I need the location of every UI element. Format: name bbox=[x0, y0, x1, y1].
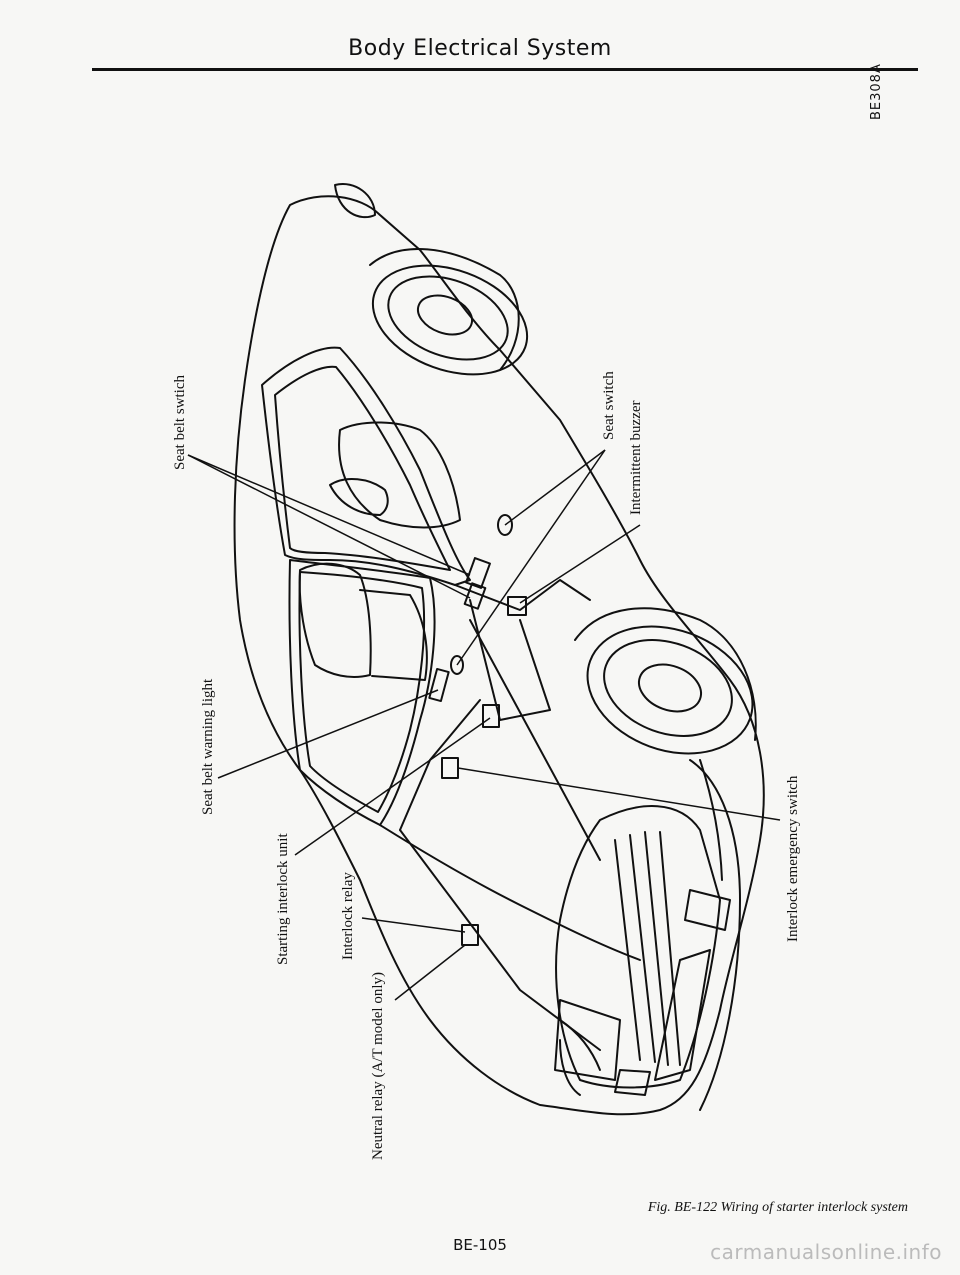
leader-seat-belt-switch bbox=[187, 454, 471, 599]
seat-belt-switch-box bbox=[465, 557, 491, 589]
leader-interlock-relay bbox=[361, 917, 466, 933]
page-number: BE-105 bbox=[453, 1236, 507, 1254]
label-seat-switch: Seat switch bbox=[601, 371, 617, 440]
front-grille bbox=[555, 805, 721, 1089]
neutral-relay-box bbox=[461, 924, 479, 946]
label-intermittent-buzzer: Intermittent buzzer bbox=[628, 400, 644, 515]
emergency-switch-box bbox=[441, 757, 459, 779]
front-wheel bbox=[586, 625, 754, 755]
header-rule bbox=[92, 68, 918, 71]
rear-seat bbox=[338, 421, 461, 529]
page-header-title: Body Electrical System bbox=[348, 36, 612, 61]
buzzer-box bbox=[507, 596, 527, 616]
seat-switch-rear bbox=[497, 514, 513, 536]
leader-seat-switch-b bbox=[456, 449, 606, 666]
label-interlock-relay: Interlock relay bbox=[340, 872, 356, 960]
label-seat-belt-warning-light: Seat belt warning light bbox=[200, 678, 216, 815]
label-neutral-relay: Neutral relay (A/T model only) bbox=[370, 972, 386, 1160]
leader-warning-light bbox=[217, 689, 439, 779]
label-seat-belt-switch: Seat belt swtich bbox=[172, 375, 188, 470]
figure-caption: Fig. BE-122 Wiring of starter interlock … bbox=[647, 1200, 908, 1215]
car-body-outline bbox=[233, 195, 765, 1116]
front-windshield bbox=[288, 559, 436, 826]
leader-seat-switch-a bbox=[504, 449, 606, 526]
watermark: carmanualsonline.info bbox=[710, 1240, 942, 1264]
leader-neutral-relay bbox=[394, 944, 466, 1001]
leader-interlock-unit bbox=[294, 717, 491, 856]
warning-light-box bbox=[428, 667, 450, 703]
front-seat bbox=[298, 562, 372, 678]
seat-switch-front bbox=[450, 655, 464, 675]
interlock-unit-box bbox=[482, 704, 500, 728]
label-interlock-emergency-switch: Interlock emergency switch bbox=[785, 775, 801, 942]
front-bumper bbox=[689, 759, 741, 1111]
leader-emergency-switch bbox=[457, 767, 781, 821]
windshield-outline bbox=[261, 346, 471, 586]
hood-outline bbox=[379, 824, 641, 961]
leader-buzzer bbox=[519, 524, 641, 604]
rear-wheel bbox=[371, 264, 529, 376]
label-starting-interlock-unit: Starting interlock unit bbox=[275, 833, 291, 965]
